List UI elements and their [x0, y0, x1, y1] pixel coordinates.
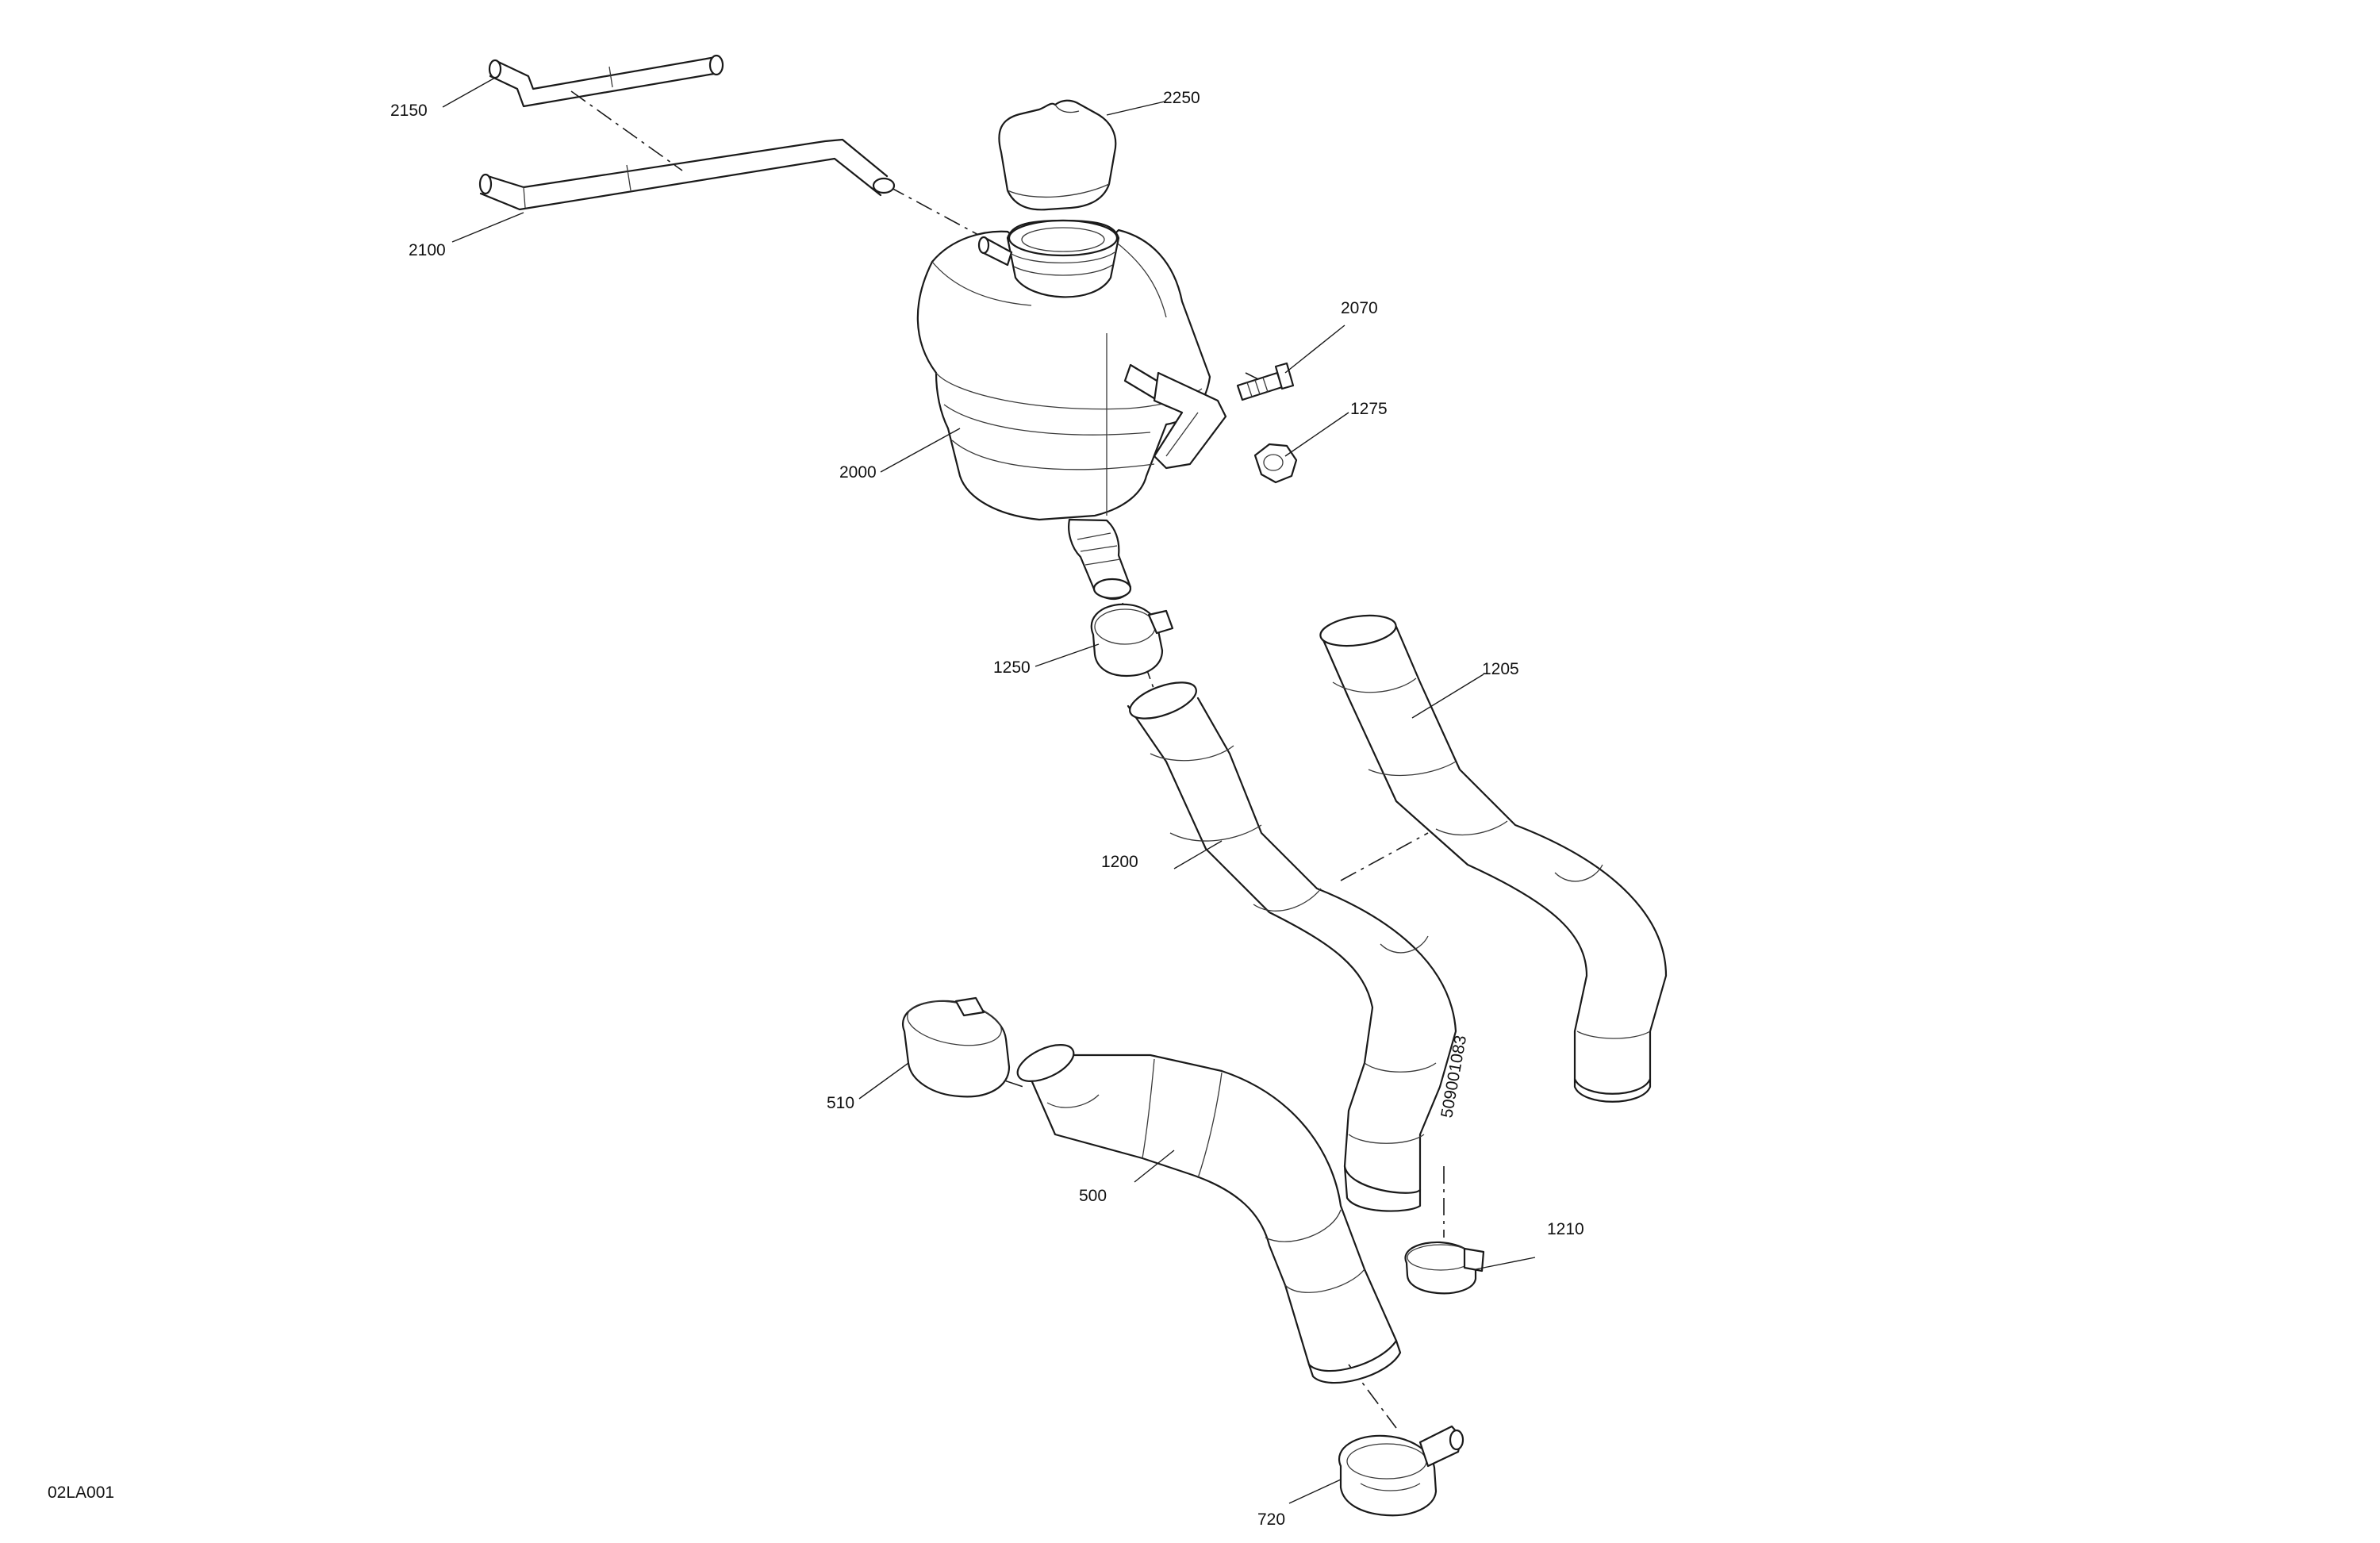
part-label-2100[interactable]: 2100 — [409, 241, 446, 259]
bolt-2070[interactable] — [1236, 362, 1295, 401]
clamp-1210[interactable] — [1404, 1241, 1485, 1295]
hose-500[interactable] — [1012, 1038, 1402, 1384]
nut-1275[interactable] — [1253, 443, 1298, 484]
part-label-2150[interactable]: 2150 — [390, 102, 428, 120]
vent-hose-2150[interactable] — [488, 54, 724, 108]
pressure-cap-2250[interactable] — [998, 99, 1117, 211]
part-label-500[interactable]: 500 — [1079, 1187, 1107, 1205]
part-label-2250[interactable]: 2250 — [1163, 89, 1200, 107]
part-label-1250[interactable]: 1250 — [993, 658, 1031, 677]
part-label-2000[interactable]: 2000 — [839, 463, 877, 482]
clamp-510[interactable] — [902, 995, 1011, 1098]
vent-hose-2100[interactable] — [478, 138, 896, 211]
part-number-labels: 2150 2100 2250 2070 1275 2000 1250 1205 … — [390, 89, 1584, 1529]
leader-lines — [442, 77, 1536, 1504]
part-label-510[interactable]: 510 — [827, 1094, 854, 1112]
clamp-1250[interactable] — [1090, 603, 1174, 677]
part-label-2070[interactable]: 2070 — [1341, 299, 1378, 317]
clamp-720[interactable] — [1338, 1425, 1464, 1517]
part-label-1200[interactable]: 1200 — [1101, 853, 1138, 871]
hose-1200[interactable] — [1125, 675, 1457, 1212]
part-label-1210[interactable]: 1210 — [1547, 1220, 1584, 1238]
part-label-1205[interactable]: 1205 — [1482, 660, 1519, 678]
part-label-1275[interactable]: 1275 — [1350, 400, 1388, 418]
drawing-code: 02LA001 — [48, 1484, 115, 1502]
part-label-720[interactable]: 720 — [1257, 1510, 1285, 1529]
hose-1205[interactable] — [1319, 611, 1668, 1103]
expansion-tank-2000[interactable] — [916, 219, 1227, 601]
